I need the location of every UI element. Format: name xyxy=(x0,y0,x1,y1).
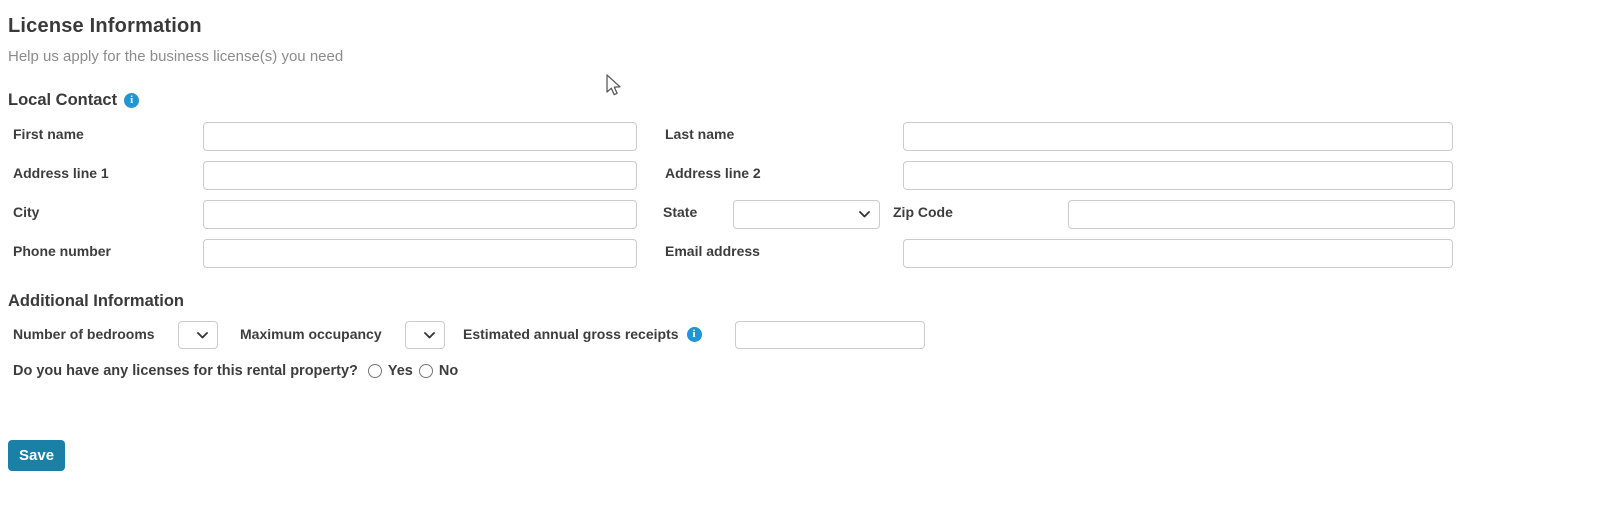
address-line-1-label: Address line 1 xyxy=(13,165,109,181)
additional-information-heading-label: Additional Information xyxy=(8,292,184,310)
license-no-radio[interactable] xyxy=(418,364,433,378)
chevron-down-icon xyxy=(424,331,435,339)
chevron-down-icon xyxy=(859,211,870,218)
address-line-1-input[interactable] xyxy=(203,161,637,190)
local-contact-heading: Local Contact i xyxy=(8,91,140,110)
city-input[interactable] xyxy=(203,200,637,229)
license-yes-label[interactable]: Yes xyxy=(387,363,413,379)
save-button[interactable]: Save xyxy=(8,440,66,471)
mouse-cursor xyxy=(603,73,625,102)
chevron-down-icon xyxy=(197,331,208,339)
license-question-row: Do you have any licenses for this rental… xyxy=(13,363,458,379)
zip-code-input[interactable] xyxy=(1068,200,1455,229)
first-name-label: First name xyxy=(13,126,84,142)
occupancy-label: Maximum occupancy xyxy=(240,326,382,342)
city-label: City xyxy=(13,204,40,220)
bedrooms-select[interactable] xyxy=(178,321,218,349)
address-line-2-input[interactable] xyxy=(903,161,1453,190)
page-subtitle: Help us apply for the business license(s… xyxy=(8,48,344,65)
info-icon[interactable]: i xyxy=(686,326,702,342)
zip-code-label: Zip Code xyxy=(893,204,953,220)
gross-receipts-label: Estimated annual gross receipts xyxy=(463,326,679,342)
gross-receipts-label-group: Estimated annual gross receipts i xyxy=(463,326,702,342)
email-address-label: Email address xyxy=(665,243,760,259)
license-question-label: Do you have any licenses for this rental… xyxy=(13,363,358,379)
occupancy-select[interactable] xyxy=(405,321,445,349)
state-label: State xyxy=(663,204,698,220)
local-contact-heading-label: Local Contact xyxy=(8,91,118,109)
license-yes-radio[interactable] xyxy=(367,364,382,378)
additional-information-heading: Additional Information xyxy=(8,292,184,311)
page-title: License Information xyxy=(8,15,202,37)
first-name-input[interactable] xyxy=(203,122,637,151)
license-no-label[interactable]: No xyxy=(438,363,459,379)
address-line-2-label: Address line 2 xyxy=(665,165,761,181)
gross-receipts-input[interactable] xyxy=(735,321,925,349)
phone-number-input[interactable] xyxy=(203,239,637,268)
info-icon[interactable]: i xyxy=(124,93,140,108)
bedrooms-label: Number of bedrooms xyxy=(13,326,155,342)
email-address-input[interactable] xyxy=(903,239,1453,268)
last-name-input[interactable] xyxy=(903,122,1453,151)
last-name-label: Last name xyxy=(665,126,735,142)
phone-number-label: Phone number xyxy=(13,243,112,259)
state-select[interactable] xyxy=(733,200,880,229)
